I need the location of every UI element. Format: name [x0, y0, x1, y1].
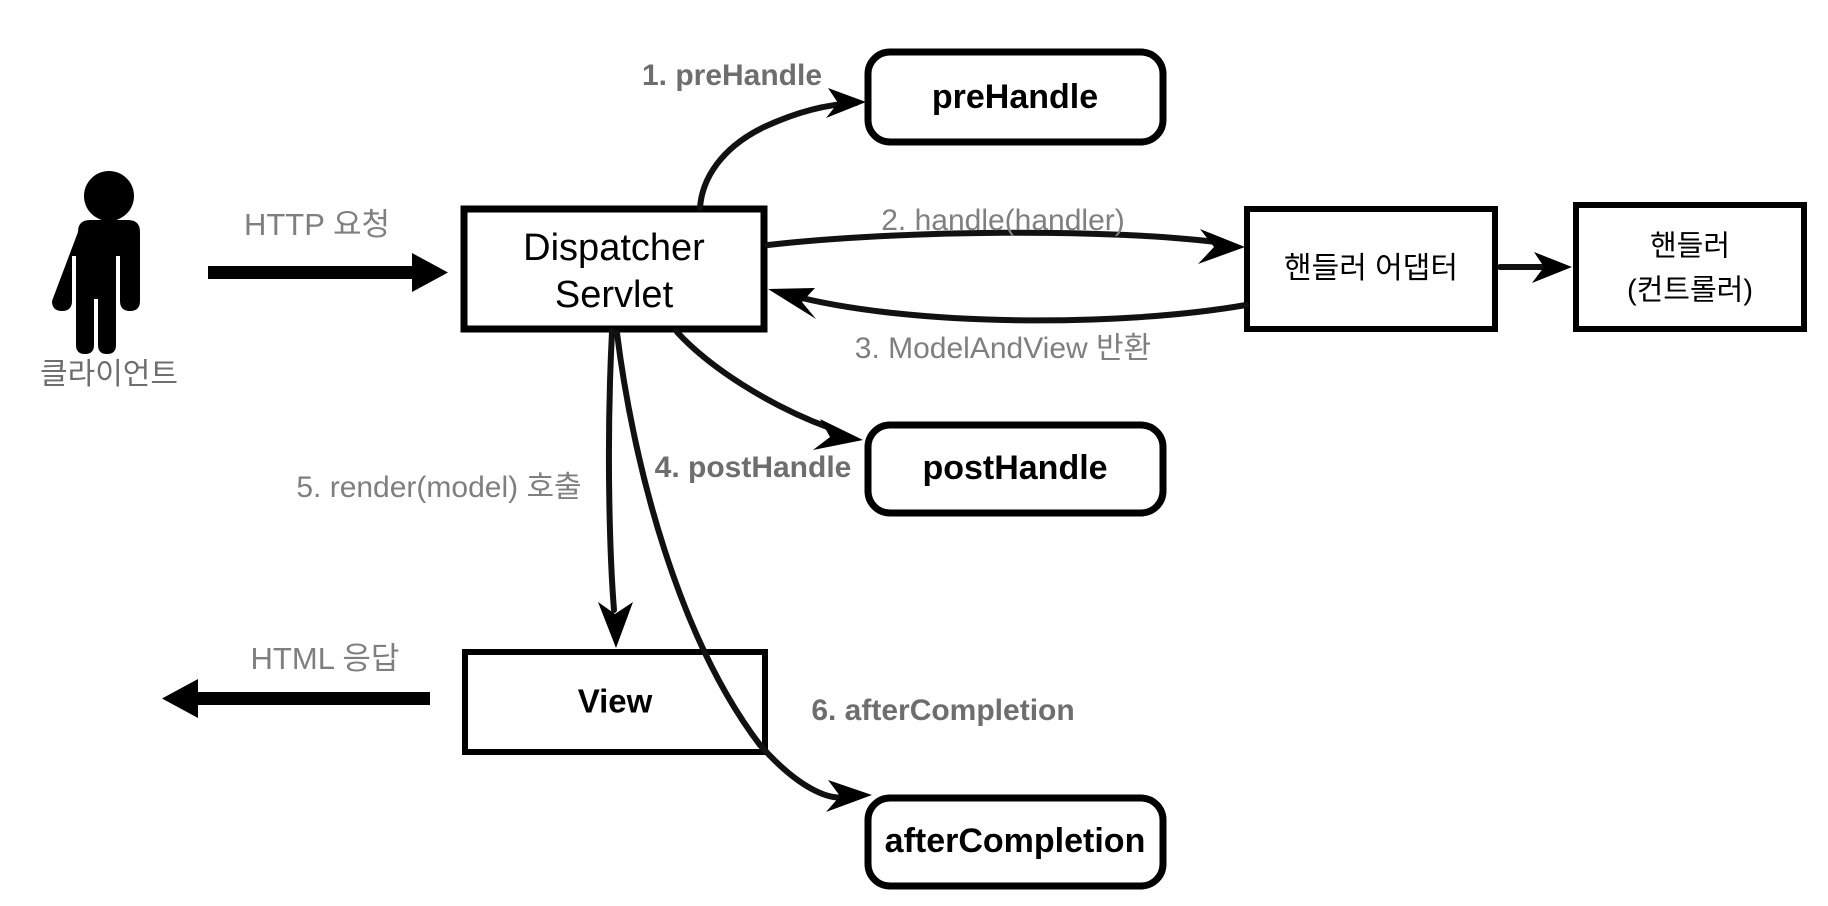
edge-step1: 1. preHandle	[642, 59, 866, 211]
client-label: 클라이언트	[40, 358, 178, 391]
dispatcher-servlet-label-line1: Dispatcher	[523, 227, 705, 269]
step6-label: 6. afterCompletion	[811, 694, 1074, 727]
dispatcher-servlet-label-line2: Servlet	[555, 274, 674, 316]
edge-step6: 6. afterCompletion	[614, 330, 1075, 812]
posthandle-node: postHandle	[864, 421, 1167, 517]
prehandle-label: preHandle	[932, 78, 1098, 116]
view-label: View	[578, 683, 653, 720]
edge-step4: 4. postHandle	[655, 329, 863, 484]
posthandle-label: postHandle	[922, 449, 1107, 487]
edge-adapter-to-controller	[1497, 252, 1572, 283]
handler-controller-node: 핸들러 (컨트롤러)	[1573, 202, 1807, 332]
step5-label: 5. render(model) 호출	[296, 471, 581, 504]
step2-label: 2. handle(handler)	[881, 204, 1125, 237]
handler-controller-label-line1: 핸들러	[1650, 231, 1730, 263]
handler-adapter-node: 핸들러 어댑터	[1244, 206, 1498, 332]
aftercompletion-node: afterCompletion	[864, 794, 1167, 890]
edge-step2: 2. handle(handler)	[765, 204, 1245, 264]
edge-step5: 5. render(model) 호출	[296, 329, 633, 648]
handler-controller-label-line2: (컨트롤러)	[1627, 275, 1753, 307]
http-request-edge: HTTP 요청	[208, 207, 448, 292]
step3-label: 3. ModelAndView 반환	[855, 332, 1151, 365]
step1-label: 1. preHandle	[642, 59, 822, 92]
http-response-edge: HTML 응답	[162, 641, 430, 718]
handler-adapter-label: 핸들러 어댑터	[1284, 252, 1458, 285]
prehandle-node: preHandle	[864, 48, 1167, 146]
aftercompletion-label: afterCompletion	[885, 822, 1146, 860]
step4-label: 4. postHandle	[655, 451, 852, 484]
http-request-label: HTTP 요청	[244, 207, 390, 242]
client-actor: 클라이언트	[40, 171, 178, 391]
person-icon	[52, 171, 140, 354]
edge-step3: 3. ModelAndView 반환	[768, 288, 1249, 365]
http-response-label: HTML 응답	[251, 641, 400, 676]
dispatcher-servlet-node: Dispatcher Servlet	[460, 205, 768, 333]
view-node: View	[462, 649, 768, 755]
